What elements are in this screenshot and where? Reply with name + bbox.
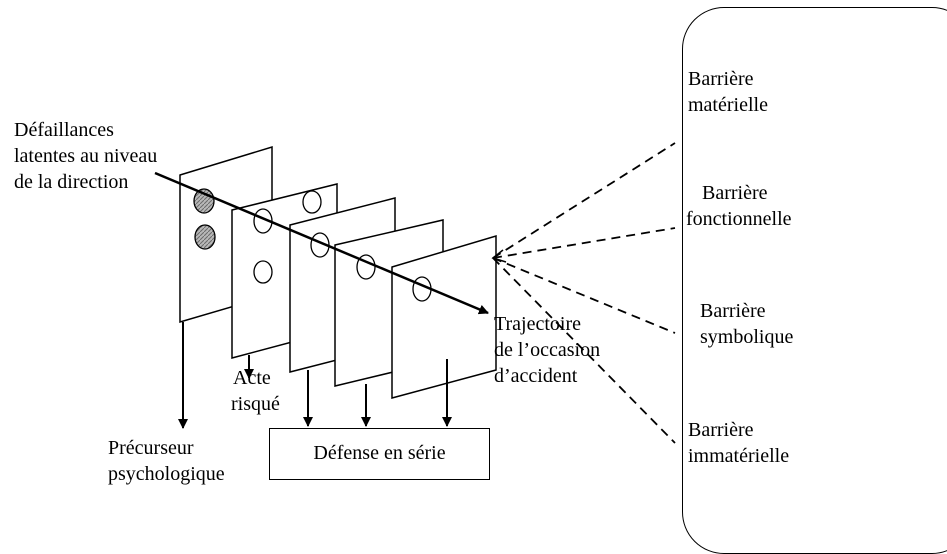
- latent-failures-line-3: de la direction: [14, 171, 129, 193]
- latent-failures-line-2: latentes au niveau: [14, 145, 158, 167]
- slice-hole: [253, 260, 273, 284]
- barrier-immaterial-line-1: Barrière: [688, 419, 754, 441]
- latent-failures-label: Défaillances latentes au niveau de la di…: [14, 117, 157, 195]
- barrier-connectors: [492, 142, 676, 444]
- slice-hole: [194, 224, 216, 250]
- trajectory-label: Trajectoire de l’occasion d’accident: [494, 311, 600, 389]
- trajectory-line-1: Trajectoire: [494, 313, 582, 335]
- barrier-symbolic-label: Barrière symbolique: [700, 298, 793, 350]
- barrier-functional-label: Barrière fonctionnelle: [686, 180, 792, 232]
- slice-hole: [302, 190, 322, 214]
- slice-5: [391, 234, 497, 399]
- connector-origin-arrow: [491, 249, 507, 263]
- psych-precursor-line-1: Précurseur: [108, 437, 194, 459]
- unsafe-act-line-1: Acte: [233, 367, 271, 389]
- defense-series-label: Défense en série: [313, 442, 446, 464]
- trajectory-line-2: de l’occasion: [494, 339, 601, 361]
- barrier-material-label: Barrière matérielle: [688, 66, 768, 118]
- psych-precursor-label: Précurseur psychologique: [108, 435, 225, 487]
- latent-failures-line-1: Défaillances: [14, 119, 114, 141]
- barrier-material-line-1: Barrière: [688, 68, 754, 90]
- psych-precursor-line-2: psychologique: [108, 463, 225, 485]
- barrier-immaterial-line-2: immatérielle: [688, 445, 790, 467]
- barrier-symbolic-line-1: Barrière: [700, 300, 766, 322]
- defense-series-box: Défense en série: [269, 428, 490, 480]
- slice-hole: [356, 254, 376, 280]
- trajectory-line-3: d’accident: [494, 365, 578, 387]
- barrier-functional-line-1: Barrière: [702, 182, 768, 204]
- barrier-material-line-2: matérielle: [688, 94, 768, 116]
- barrier-symbolic-line-2: symbolique: [700, 326, 794, 348]
- trajectory-arrow: [154, 171, 489, 315]
- unsafe-act-line-2: risqué: [231, 393, 280, 415]
- barrier-immaterial-label: Barrière immatérielle: [688, 417, 789, 469]
- barrier-panel: [682, 7, 947, 554]
- barrier-functional-line-2: fonctionnelle: [686, 208, 792, 230]
- unsafe-act-label: Acte risqué: [231, 365, 280, 417]
